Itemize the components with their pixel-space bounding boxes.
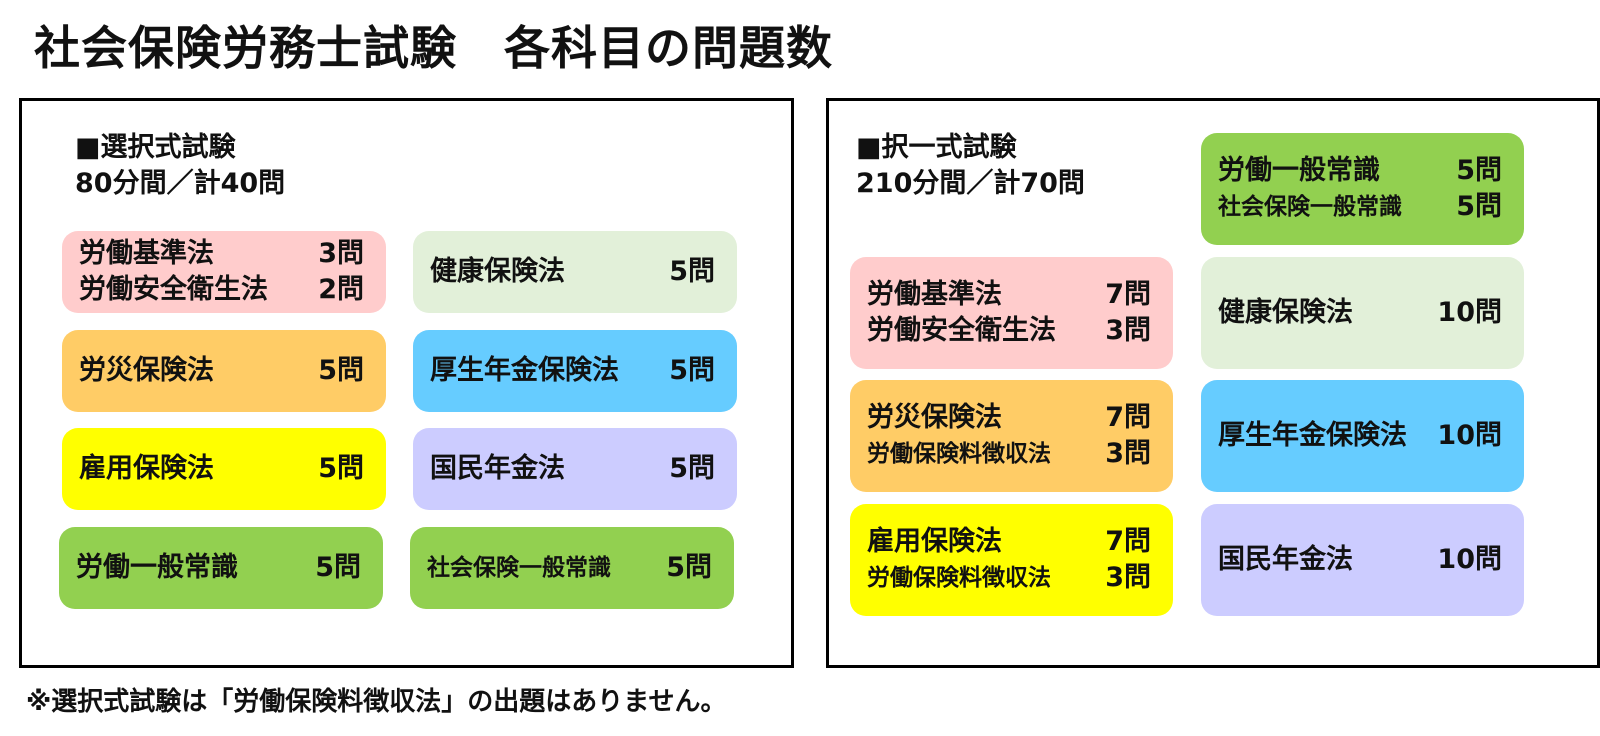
subject-box: 雇用保険法 5問 [62, 428, 386, 510]
question-count: 3問 [1105, 562, 1151, 593]
subject-row: 国民年金法 5問 [430, 451, 715, 487]
footnote: ※選択式試験は「労働保険料徴収法」の出題はありません。 [26, 687, 727, 717]
subject-row: 労働安全衛生法 2問 [79, 272, 364, 308]
subject-box: 厚生年金保険法 5問 [413, 330, 737, 412]
subject-name: 労働一般常識 [1218, 155, 1380, 186]
subject-name: 国民年金法 [1218, 544, 1353, 575]
question-count: 5問 [1456, 155, 1502, 186]
question-count: 2問 [318, 274, 364, 305]
question-count: 3問 [318, 238, 364, 269]
subject-name: 労働保険料徴収法 [867, 565, 1051, 591]
subject-row: 国民年金法 10問 [1218, 542, 1502, 578]
subject-row: 労災保険法 7問 [867, 400, 1151, 436]
subject-box: 社会保険一般常識 5問 [410, 527, 734, 609]
subject-name: 労災保険法 [867, 402, 1002, 433]
subject-name: 労災保険法 [79, 355, 214, 386]
subject-name: 社会保険一般常識 [1218, 194, 1402, 220]
subject-row: 労働安全衛生法 3問 [867, 313, 1151, 349]
right-panel-subtitle: 210分間／計70問 [856, 168, 1085, 199]
question-count: 7問 [1105, 402, 1151, 433]
subject-row: 厚生年金保険法 10問 [1218, 418, 1502, 454]
question-count: 5問 [1456, 191, 1502, 222]
subject-row: 厚生年金保険法 5問 [430, 353, 715, 389]
question-count: 3問 [1105, 315, 1151, 346]
left-panel-title: ■選択式試験 [75, 132, 236, 163]
subject-name: 社会保険一般常識 [427, 555, 611, 581]
left-panel-subtitle: 80分間／計40問 [75, 168, 286, 199]
right-panel-heading: ■択一式試験 210分間／計70問 [856, 130, 1085, 202]
subject-box: 健康保険法 10問 [1201, 257, 1524, 369]
subject-name: 労働一般常識 [76, 552, 238, 583]
subject-row: 社会保険一般常識 5問 [427, 550, 712, 586]
subject-row: 労働基準法 7問 [867, 277, 1151, 313]
subject-box: 労働一般常識 5問 [59, 527, 383, 609]
question-count: 7問 [1105, 279, 1151, 310]
subject-name: 労働安全衛生法 [79, 274, 268, 305]
question-count: 3問 [1105, 438, 1151, 469]
subject-row: 健康保険法 10問 [1218, 295, 1502, 331]
subject-row: 雇用保険法 7問 [867, 524, 1151, 560]
subject-name: 厚生年金保険法 [1218, 420, 1407, 451]
left-panel-heading: ■選択式試験 80分間／計40問 [75, 130, 285, 202]
subject-box: 雇用保険法 7問労働保険料徴収法 3問 [850, 504, 1173, 616]
subject-row: 労働基準法 3問 [79, 236, 364, 272]
subject-row: 社会保険一般常識 5問 [1218, 189, 1502, 225]
subject-name: 雇用保険法 [867, 526, 1002, 557]
question-count: 5問 [318, 355, 364, 386]
subject-box: 労災保険法 7問労働保険料徴収法 3問 [850, 380, 1173, 492]
question-count: 5問 [666, 552, 712, 583]
subject-row: 雇用保険法 5問 [79, 451, 364, 487]
subject-box: 国民年金法 5問 [413, 428, 737, 510]
subject-box: 健康保険法 5問 [413, 231, 737, 313]
question-count: 5問 [669, 355, 715, 386]
subject-name: 厚生年金保険法 [430, 355, 619, 386]
question-count: 10問 [1437, 544, 1502, 575]
right-panel-title: ■択一式試験 [856, 132, 1017, 163]
subject-row: 労働一般常識 5問 [1218, 153, 1502, 189]
question-count: 10問 [1437, 297, 1502, 328]
question-count: 5問 [318, 453, 364, 484]
question-count: 5問 [315, 552, 361, 583]
subject-name: 国民年金法 [430, 453, 565, 484]
subject-name: 労働基準法 [867, 279, 1002, 310]
subject-box: 労働基準法 3問労働安全衛生法 2問 [62, 231, 386, 313]
subject-name: 労働安全衛生法 [867, 315, 1056, 346]
subject-name: 健康保険法 [1218, 297, 1353, 328]
subject-name: 労働基準法 [79, 238, 214, 269]
subject-name: 労働保険料徴収法 [867, 441, 1051, 467]
question-count: 10問 [1437, 420, 1502, 451]
subject-row: 労働保険料徴収法 3問 [867, 436, 1151, 472]
question-count: 5問 [669, 453, 715, 484]
subject-row: 健康保険法 5問 [430, 254, 715, 290]
subject-row: 労働一般常識 5問 [76, 550, 361, 586]
subject-box: 国民年金法 10問 [1201, 504, 1524, 616]
question-count: 5問 [669, 256, 715, 287]
subject-box: 厚生年金保険法 10問 [1201, 380, 1524, 492]
subject-row: 労働保険料徴収法 3問 [867, 560, 1151, 596]
subject-row: 労災保険法 5問 [79, 353, 364, 389]
subject-name: 健康保険法 [430, 256, 565, 287]
subject-box: 労災保険法 5問 [62, 330, 386, 412]
page-title: 社会保険労務士試験 各科目の問題数 [34, 21, 833, 75]
subject-name: 雇用保険法 [79, 453, 214, 484]
question-count: 7問 [1105, 526, 1151, 557]
subject-box: 労働基準法 7問労働安全衛生法 3問 [850, 257, 1173, 369]
